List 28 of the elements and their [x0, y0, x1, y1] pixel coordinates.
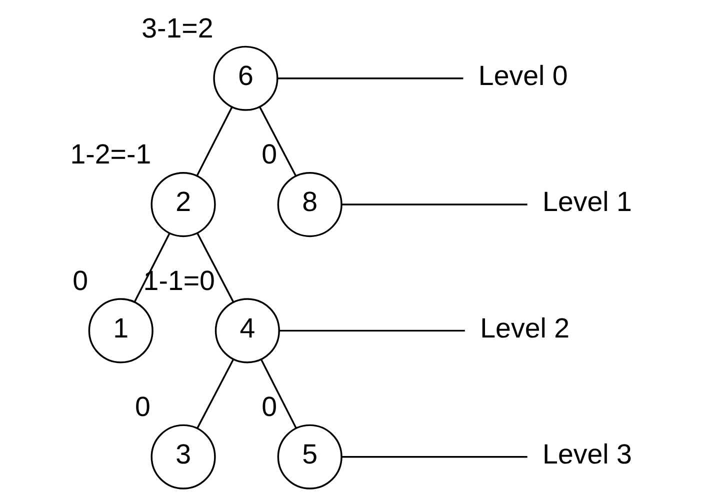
- node-text: Level 2: [480, 312, 570, 344]
- node-text: Level 3: [542, 438, 632, 470]
- node-label: 0: [72, 264, 88, 296]
- connector: [278, 78, 464, 80]
- connector: [196, 359, 234, 428]
- connector: [196, 106, 233, 176]
- node-circle: 1: [88, 298, 154, 364]
- connector: [196, 233, 234, 302]
- node-circle: 4: [214, 298, 280, 364]
- node-label: 0: [135, 390, 150, 422]
- connector: [260, 359, 297, 428]
- connector: [279, 330, 465, 332]
- connector: [134, 233, 170, 302]
- node-circle: 5: [277, 424, 342, 490]
- node-circle: 6: [213, 46, 278, 111]
- node-text: Level 1: [542, 186, 632, 218]
- connector: [259, 106, 296, 176]
- node-label: 0: [262, 390, 278, 422]
- node-label: 1-1=0: [143, 264, 215, 296]
- node-text: Level 0: [478, 60, 568, 91]
- node-label: 1-2=-1: [70, 138, 152, 170]
- node-circle: 2: [150, 172, 216, 238]
- node-label: 0: [262, 138, 278, 170]
- connector: [342, 456, 528, 458]
- node-circle: 3: [150, 424, 216, 490]
- node-circle: 8: [277, 172, 342, 238]
- connector: [342, 204, 528, 206]
- node-label: 3-1=2: [142, 12, 214, 44]
